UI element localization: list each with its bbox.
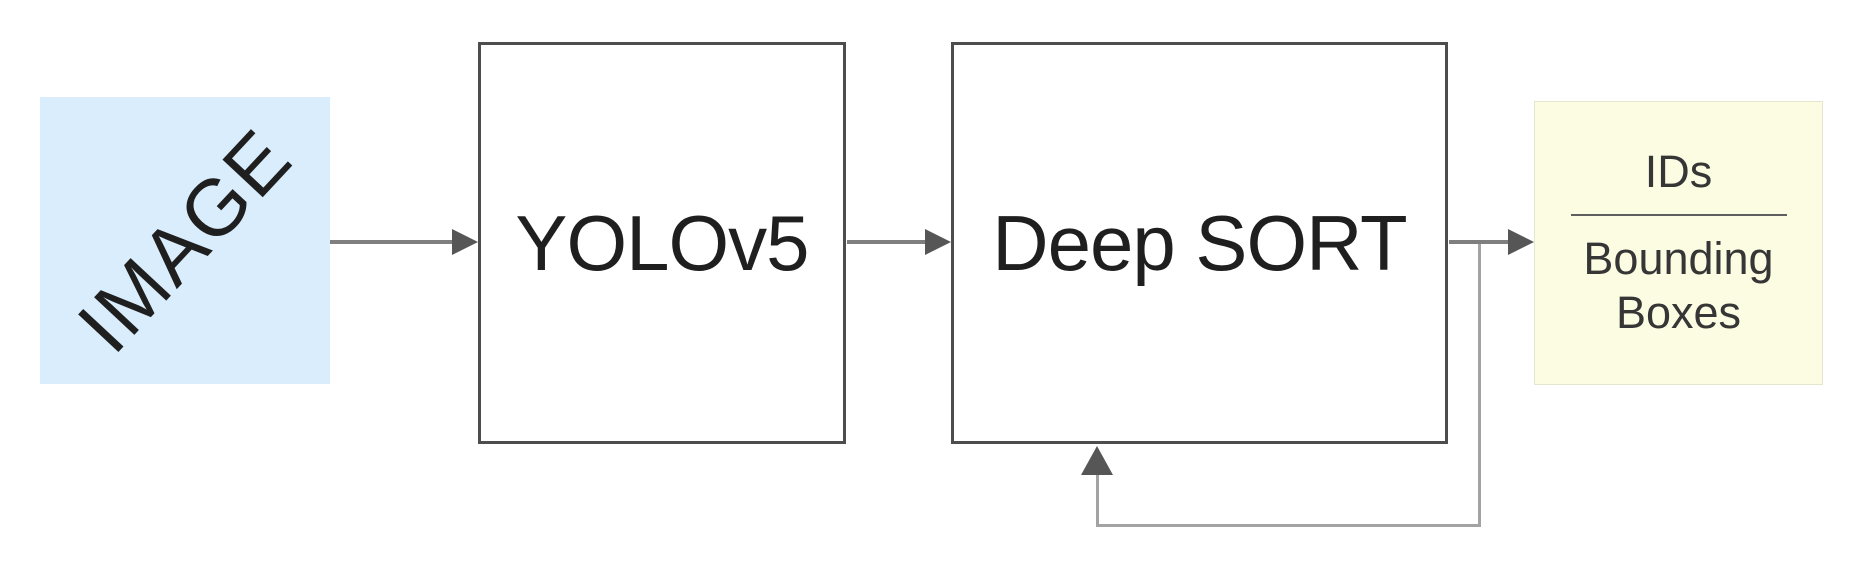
- node-deepsort-label: Deep SORT: [992, 198, 1407, 287]
- node-deepsort: Deep SORT: [951, 42, 1448, 444]
- feedback-loop-line-left: [1096, 474, 1099, 526]
- fraction-bar: [1570, 213, 1787, 216]
- node-yolov5-label: YOLOv5: [515, 198, 809, 287]
- arrowhead-right-icon: [1508, 229, 1534, 255]
- feedback-loop-line-right: [1478, 244, 1481, 527]
- node-image-label: IMAGE: [60, 111, 309, 369]
- edge-deepsort-to-output-line: [1449, 240, 1509, 244]
- feedback-loop-line-bottom: [1096, 524, 1481, 527]
- node-output-label-bounding-boxes: Bounding Boxes: [1583, 232, 1774, 339]
- arrowhead-right-icon: [925, 229, 951, 255]
- node-output: IDs Bounding Boxes: [1534, 101, 1823, 385]
- arrowhead-up-icon: [1081, 446, 1113, 475]
- node-yolov5: YOLOv5: [478, 42, 846, 444]
- node-image: IMAGE: [40, 97, 330, 384]
- edge-image-to-yolov5-line: [330, 240, 453, 244]
- arrowhead-right-icon: [452, 229, 478, 255]
- node-output-label-ids: IDs: [1644, 145, 1713, 197]
- edge-yolov5-to-deepsort-line: [847, 240, 926, 244]
